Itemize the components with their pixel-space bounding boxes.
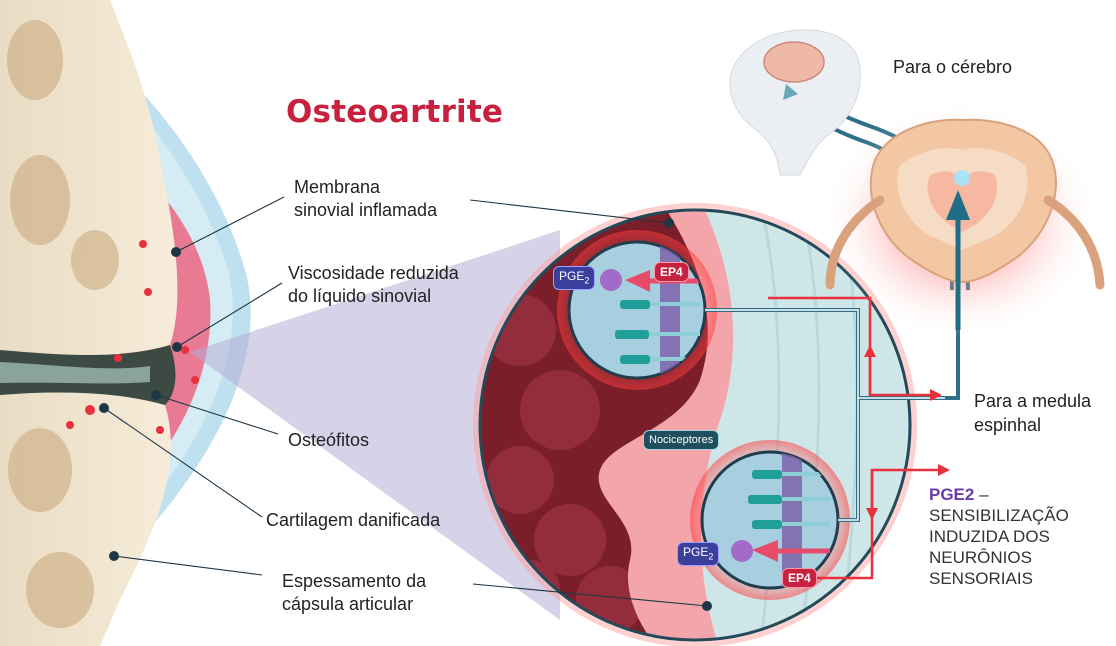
nociceptores-badge: Nociceptores [643,430,719,450]
label-para-cerebro: Para o cérebro [893,56,1012,78]
label-para-medula-l2: espinhal [974,414,1041,436]
pge2-note-line-4: SENSORIAIS [929,568,1099,589]
label-para-medula-l1: Para a medula [974,390,1091,412]
label-espessamento-l2: cápsula articular [282,593,413,615]
pge2-note-dash: – [974,485,988,504]
nociceptor-cell-bottom [690,440,850,600]
label-cartilagem: Cartilagem danificada [266,509,440,531]
diagram-title: Osteoartrite [286,94,503,130]
label-osteofitos: Osteófitos [288,429,369,451]
pge2-note: PGE2 – SENSIBILIZAÇÃO INDUZIDA DOS NEURÔ… [929,484,1099,589]
brain [764,42,824,82]
nociceptor-cell-top [557,230,717,390]
pge2-badge-top: PGE2 [553,266,595,290]
label-viscosidade-l1: Viscosidade reduzida [288,262,459,284]
pge2-note-highlight: PGE2 [929,485,974,504]
label-espessamento-l1: Espessamento da [282,570,426,592]
label-membrana-l2: sinovial inflamada [294,199,437,221]
ep4-badge-top: EP4 [654,262,689,282]
label-membrana-l1: Membrana [294,176,380,198]
pge2-note-line-2: INDUZIDA DOS [929,526,1099,547]
ep4-badge-bottom: EP4 [782,568,817,588]
label-viscosidade-l2: do líquido sinovial [288,285,431,307]
pge2-note-line-3: NEURÔNIOS [929,547,1099,568]
pge2-note-line-1: SENSIBILIZAÇÃO [929,505,1099,526]
pge2-badge-bottom: PGE2 [677,542,719,566]
